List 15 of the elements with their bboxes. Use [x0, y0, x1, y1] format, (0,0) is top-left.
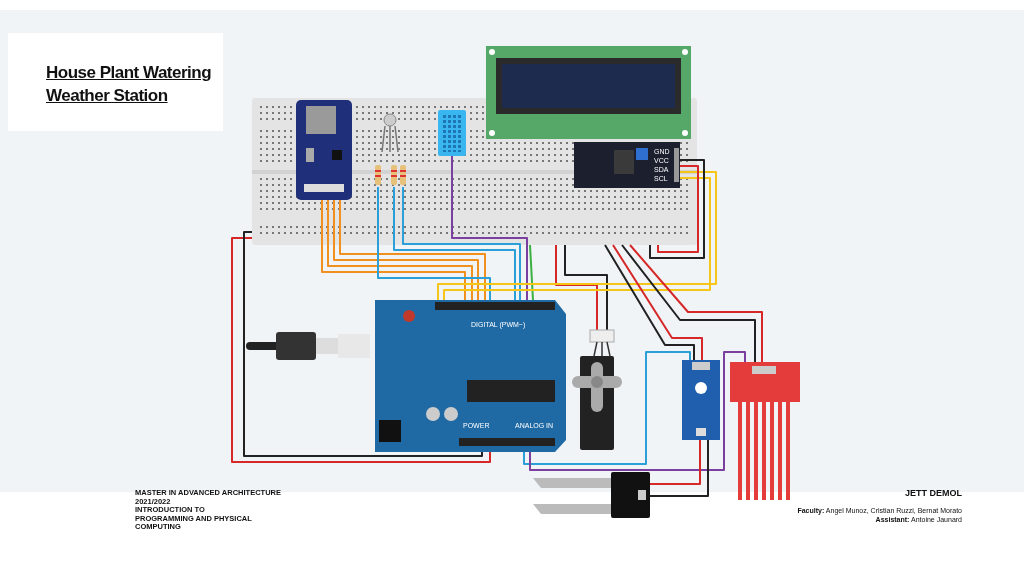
wire — [649, 439, 709, 497]
wire — [649, 439, 701, 485]
wire — [451, 155, 528, 301]
author-name: JETT DEMOL — [904, 488, 962, 499]
wire — [564, 244, 608, 331]
wire — [529, 244, 534, 301]
title: House Plant Watering Weather Station — [46, 62, 213, 107]
wire — [555, 244, 598, 331]
wire — [657, 165, 699, 253]
wire — [529, 351, 746, 471]
wire — [377, 186, 491, 301]
wire — [612, 244, 703, 361]
wire — [523, 351, 691, 465]
wire — [649, 159, 705, 259]
wire — [604, 244, 695, 361]
